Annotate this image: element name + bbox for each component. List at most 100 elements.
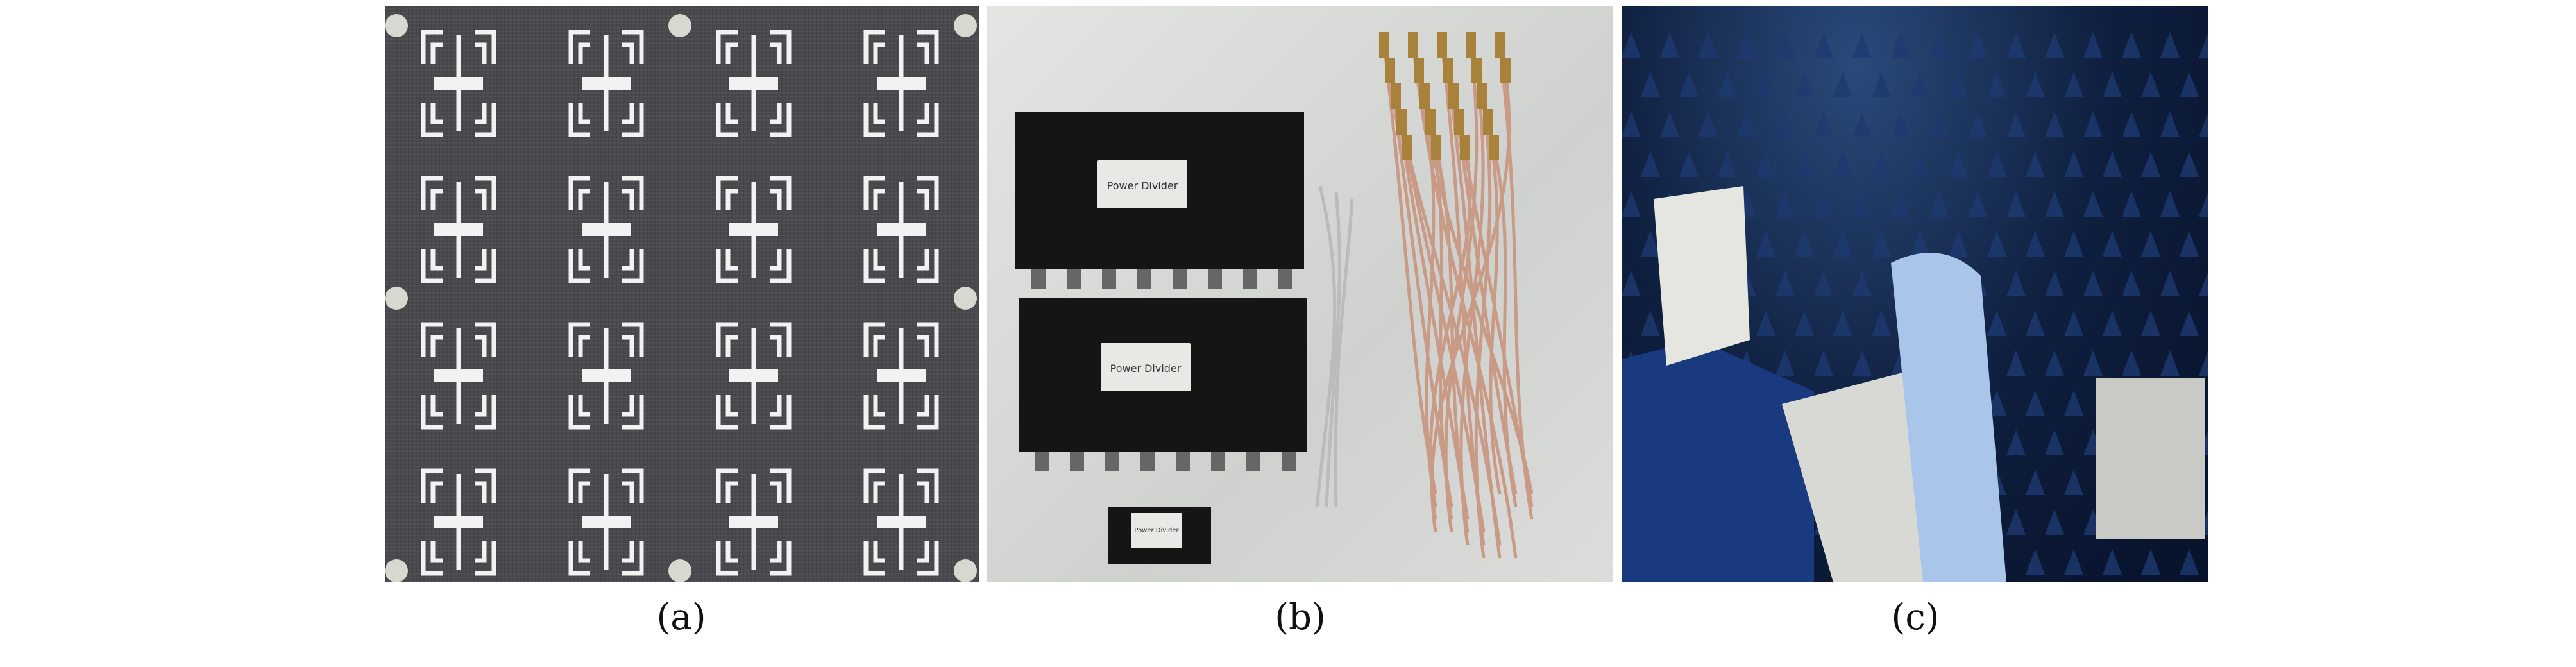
absorber-cone — [1814, 271, 1833, 296]
absorber-cone — [1775, 112, 1795, 137]
absorber-cone — [1949, 231, 1968, 257]
sma-connector — [1437, 32, 1447, 58]
rf-cable — [1430, 70, 1511, 533]
absorber-cone — [2180, 310, 2199, 336]
sma-connector — [1425, 109, 1436, 135]
power-divider-drawing — [1015, 32, 1534, 564]
absorber-cone — [2006, 32, 2026, 58]
unit-cell — [863, 176, 939, 283]
sma-connector — [1454, 109, 1464, 135]
connector — [1137, 269, 1151, 289]
connector — [1173, 269, 1187, 289]
absorber-cone — [2103, 231, 2122, 257]
absorber-cone — [2160, 112, 2180, 137]
semi-rigid-cable — [1315, 185, 1337, 507]
unit-cell — [863, 30, 939, 137]
connector — [1282, 452, 1296, 471]
absorber-cone — [2026, 390, 2045, 416]
rf-cable — [1446, 70, 1502, 559]
sma-connector — [1402, 135, 1412, 160]
sma-connector — [1396, 109, 1407, 135]
absorber-cone — [2199, 271, 2208, 296]
absorber-cone — [2122, 32, 2141, 58]
unit-cell — [568, 176, 644, 283]
absorber-cone — [2006, 430, 2026, 455]
absorber-cone — [1679, 72, 1699, 97]
absorber-cone — [2103, 310, 2122, 336]
absorber-cone — [2026, 310, 2045, 336]
absorber-cone — [1852, 32, 1872, 58]
absorber-cone — [1987, 72, 2006, 97]
rf-cable — [1428, 147, 1472, 520]
absorber-cone — [1737, 112, 1756, 137]
connector — [1070, 452, 1084, 471]
absorber-cone — [1756, 72, 1775, 97]
absorber-cone — [1641, 231, 1660, 257]
sma-connector — [1466, 32, 1476, 58]
rf-cable — [1459, 70, 1485, 546]
absorber-cone — [2141, 72, 2160, 97]
absorber-cone — [2006, 271, 2026, 296]
absorber-cone — [1968, 32, 1987, 58]
unit-cell — [421, 322, 496, 430]
rf-cable — [1382, 44, 1437, 494]
absorber-cone — [1641, 72, 1660, 97]
absorber-cone — [1949, 151, 1968, 177]
rf-cable — [1423, 96, 1437, 507]
absorber-cone — [1699, 32, 1718, 58]
absorber-cone — [2045, 350, 2064, 376]
absorber-cone — [2026, 469, 2045, 495]
absorber-cone — [2045, 191, 2064, 217]
absorber-cone — [1795, 151, 1814, 177]
absorber-cone — [1737, 32, 1756, 58]
absorber-cone — [1891, 112, 1910, 137]
horn-absorber — [1891, 253, 2006, 582]
absorber-cone — [1775, 191, 1795, 217]
absorber-cone — [2006, 191, 2026, 217]
sma-connector — [1408, 32, 1418, 58]
rf-cable — [1486, 121, 1502, 494]
absorber-cone — [2180, 231, 2199, 257]
unit-cell — [421, 176, 496, 283]
absorber-cone — [2064, 469, 2083, 495]
absorber-cone — [2026, 549, 2045, 575]
semi-rigid-cable — [1334, 198, 1354, 507]
absorber-cone — [2141, 549, 2160, 575]
screw-icon — [385, 287, 408, 310]
unit-cell — [421, 468, 496, 576]
absorber-cone — [1718, 72, 1737, 97]
connector — [1067, 269, 1081, 289]
absorber-cone — [1775, 271, 1795, 296]
unit-cell — [863, 322, 939, 430]
connector — [1035, 452, 1049, 471]
sma-connector — [1477, 83, 1487, 109]
rf-cable — [1440, 44, 1486, 546]
absorber-cone — [1872, 231, 1891, 257]
absorber-cone — [1795, 231, 1814, 257]
absorber-cone — [1756, 310, 1775, 336]
absorber-cone — [1814, 32, 1833, 58]
caption-b: (b) — [1275, 596, 1326, 638]
absorber-cone — [1833, 310, 1852, 336]
absorber-cone — [2141, 151, 2160, 177]
absorber-cone — [1660, 32, 1679, 58]
panel-a-metasurface-photo — [385, 6, 979, 582]
connector — [1243, 269, 1257, 289]
absorber-cone — [2045, 509, 2064, 535]
absorber-cone — [1756, 151, 1775, 177]
absorber-cone — [1852, 191, 1872, 217]
screw-icon — [385, 14, 408, 37]
screw-icon — [954, 287, 977, 310]
absorber-cone — [2103, 151, 2122, 177]
unit-cell — [716, 176, 792, 283]
connector — [1278, 269, 1292, 289]
sma-connector — [1443, 58, 1453, 83]
absorber-cone — [2064, 231, 2083, 257]
absorber-cone — [2199, 112, 2208, 137]
absorber-cone — [1679, 151, 1699, 177]
absorber-cone — [2045, 430, 2064, 455]
absorber-cone — [1910, 72, 1929, 97]
absorber-cone — [1910, 231, 1929, 257]
absorber-cone — [2103, 549, 2122, 575]
sma-connector — [1414, 58, 1424, 83]
